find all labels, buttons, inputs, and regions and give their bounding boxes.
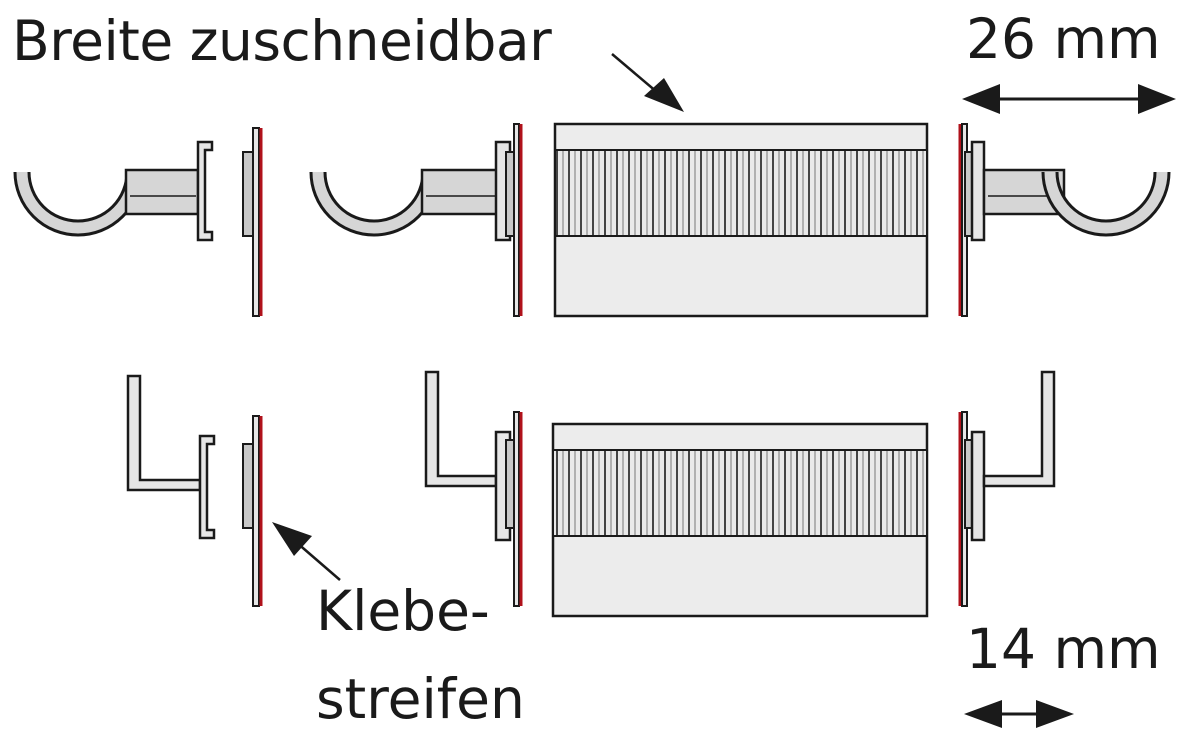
top-middle-hook-bracket xyxy=(309,123,523,317)
width-arrow xyxy=(611,53,684,112)
bottom-spacer-block xyxy=(551,422,929,618)
top-left-adhesive-plate xyxy=(242,127,263,317)
dimension-arrow-26mm xyxy=(962,84,1176,114)
width-cuttable-label: Breite zuschneidbar xyxy=(12,9,552,73)
bottom-right-flat-bracket xyxy=(958,370,1056,607)
dimension-arrow-14mm xyxy=(964,700,1074,728)
bottom-middle-flat-bracket xyxy=(424,370,523,607)
adhesive-label-line1: Klebe- xyxy=(316,579,490,643)
depth-top-label: 26 mm xyxy=(966,7,1161,71)
bottom-left-adhesive-plate xyxy=(242,415,263,607)
depth-bottom-label: 14 mm xyxy=(966,617,1161,681)
top-right-hook-bracket xyxy=(958,123,1171,317)
bottom-left-flat-bracket xyxy=(126,374,216,540)
top-left-hook-bracket xyxy=(13,140,214,242)
top-spacer-block xyxy=(553,122,929,318)
adhesive-label-line2: streifen xyxy=(316,667,525,731)
adhesive-arrow xyxy=(272,522,341,581)
